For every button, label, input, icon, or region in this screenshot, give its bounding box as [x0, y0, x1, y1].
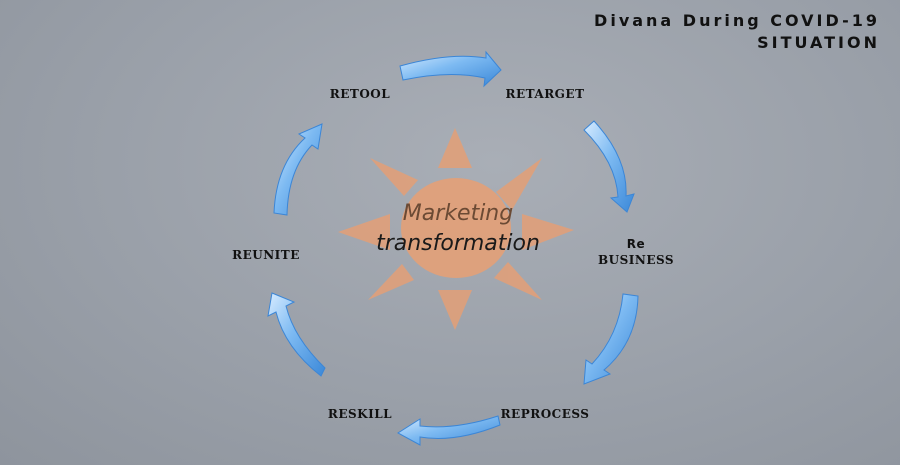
- sun-ray-top-right: [496, 158, 542, 210]
- center-text-line2: transformation: [376, 231, 540, 256]
- sun-core: [401, 178, 511, 278]
- stage-label-rebusiness-line2: BUSINESS: [597, 253, 675, 267]
- sun-ray-left: [338, 214, 390, 250]
- stage-label-rebusiness-line1: Re: [626, 237, 646, 251]
- stage-label-retarget: RETARGET: [505, 87, 585, 101]
- center-text-line1: Marketing: [402, 201, 514, 226]
- sun-ray-top-left: [370, 158, 418, 196]
- stage-label-reunite: REUNITE: [232, 248, 300, 262]
- sun-ray-bottom-left: [368, 264, 414, 300]
- sun-rays: [338, 128, 574, 330]
- sun-ray-bottom: [438, 290, 472, 330]
- sun-ray-bottom-right: [494, 262, 542, 300]
- arrow-reunite-to-retool: [273, 123, 323, 216]
- stage-label-reskill: RESKILL: [327, 407, 393, 421]
- sun-graphic: [338, 128, 574, 330]
- slide-title: Divana During COVID-19 SITUATION: [594, 10, 880, 54]
- cycle-arrows: [267, 50, 639, 446]
- sun-ray-top: [438, 128, 472, 168]
- arrow-retarget-to-rebusiness: [583, 120, 635, 213]
- stage-label-reprocess: REPROCESS: [500, 407, 590, 421]
- sun-ray-right: [522, 214, 574, 250]
- stage-label-rebusiness: Re BUSINESS: [598, 236, 674, 268]
- arrow-reskill-to-reunite: [267, 292, 326, 377]
- stage-label-retool: RETOOL: [329, 87, 391, 101]
- slide-title-line2: SITUATION: [757, 33, 880, 52]
- arrow-rebusiness-to-reprocess: [583, 293, 639, 385]
- arrow-retool-to-retarget: [399, 50, 502, 88]
- center-text: Marketing transformation: [376, 199, 540, 259]
- arrow-reprocess-to-reskill: [397, 415, 501, 446]
- slide-title-line1: Divana During COVID-19: [594, 11, 880, 30]
